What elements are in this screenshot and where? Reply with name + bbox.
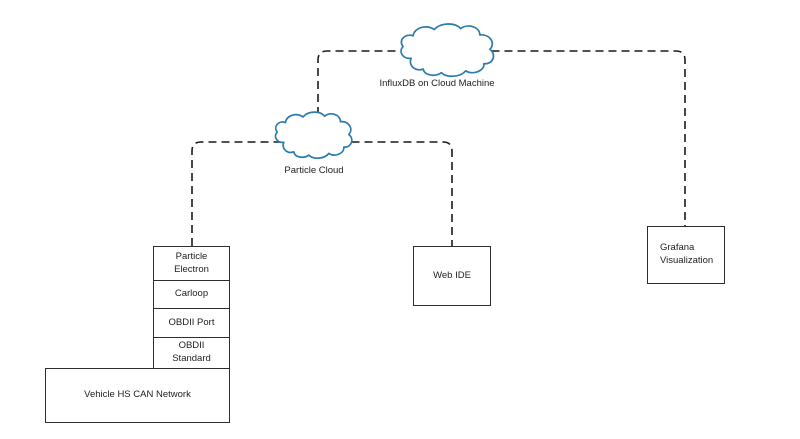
particle-cloud-label: Particle Cloud — [284, 165, 344, 176]
node-obdii-standard: OBDII Standard — [153, 337, 230, 369]
node-vehicle-hs-can-network-label: Vehicle HS CAN Network — [84, 389, 191, 401]
node-web-ide-label: Web IDE — [433, 269, 471, 281]
particle-cloud-icon — [275, 112, 351, 158]
node-carloop-label: Carloop — [174, 288, 209, 300]
connector-mid-path — [191, 141, 453, 246]
influxdb-cloud-label: InfluxDB on Cloud Machine — [379, 78, 495, 89]
node-particle-electron: Particle Electron — [153, 246, 230, 281]
node-obdii-port: OBDII Port — [153, 308, 230, 338]
node-web-ide: Web IDE — [413, 246, 491, 306]
node-obdii-port-label: OBDII Port — [168, 316, 215, 328]
node-particle-electron-label: Particle Electron — [174, 250, 209, 275]
node-carloop: Carloop — [153, 280, 230, 309]
connector-top-path — [317, 50, 686, 226]
node-obdii-standard-label: OBDII Standard — [172, 340, 211, 364]
influxdb-cloud-icon — [401, 24, 493, 76]
node-grafana-visualization-label: Grafana Visualization — [660, 242, 714, 266]
node-grafana-visualization: Grafana Visualization — [647, 226, 725, 284]
node-vehicle-hs-can-network: Vehicle HS CAN Network — [45, 368, 230, 423]
